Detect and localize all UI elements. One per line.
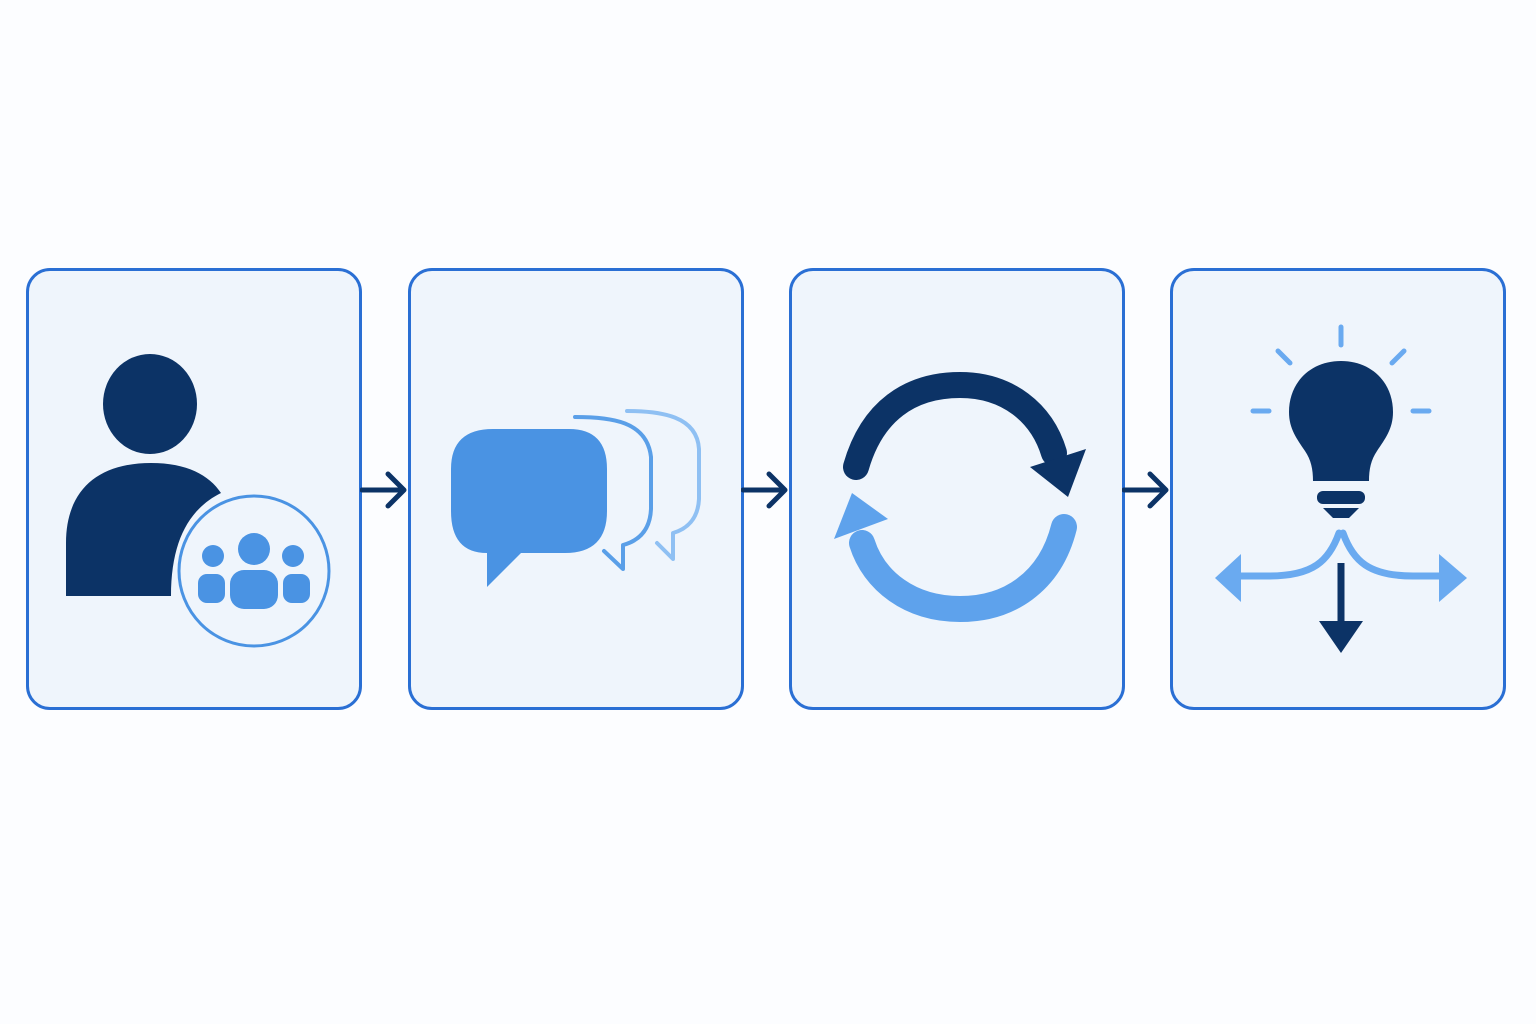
step-card-3 bbox=[789, 268, 1125, 710]
lightbulb-icon bbox=[1289, 361, 1393, 518]
light-rays-icon bbox=[1250, 324, 1432, 414]
person-with-team-icon bbox=[66, 354, 334, 651]
speech-bubble-outline-front-icon bbox=[573, 415, 653, 571]
arrow-right-icon bbox=[360, 471, 407, 509]
step-card-1 bbox=[26, 268, 362, 710]
lightbulb-branching-arrows-icon bbox=[1215, 324, 1467, 653]
cycle-arrows-icon bbox=[834, 371, 1086, 623]
speech-bubbles-icon bbox=[451, 409, 701, 587]
arrow-right-icon bbox=[1122, 471, 1169, 509]
team-circle-icon bbox=[174, 491, 334, 651]
step-card-4 bbox=[1170, 268, 1506, 710]
speech-bubble-outline-back-icon bbox=[625, 409, 701, 561]
cycle-arrow-top-icon bbox=[843, 371, 1086, 497]
cycle-arrow-bottom-icon bbox=[834, 493, 1077, 623]
branch-arrows-icon bbox=[1215, 529, 1467, 653]
arrow-right-icon bbox=[741, 471, 788, 509]
person-icon bbox=[66, 354, 221, 596]
speech-bubble-icon bbox=[451, 429, 607, 587]
step-card-2 bbox=[408, 268, 744, 710]
